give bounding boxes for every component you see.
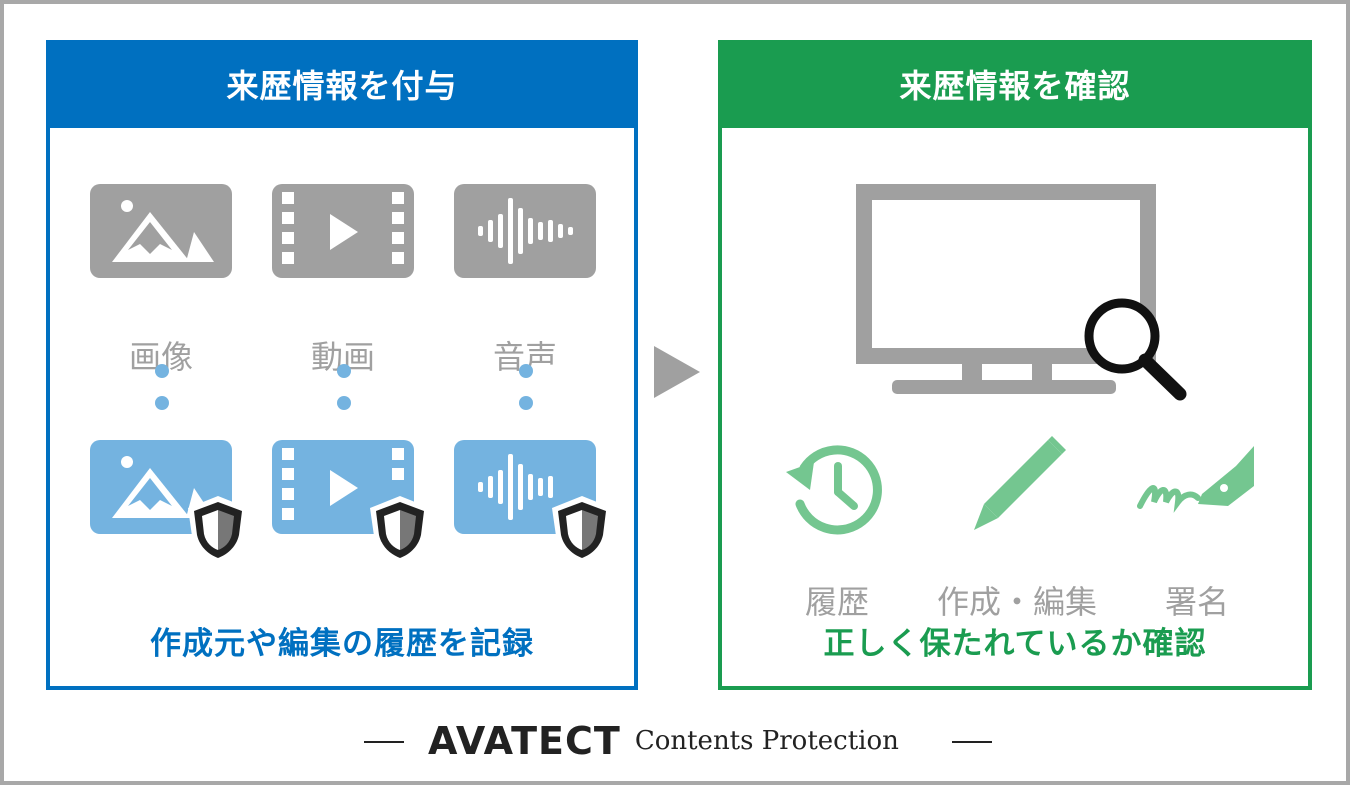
monitor-icon xyxy=(856,184,1187,401)
protected-video-icon xyxy=(272,440,430,560)
fountain-pen-icon xyxy=(1137,446,1254,513)
left-panel-caption: 作成元や編集の履歴を記録 xyxy=(150,626,534,662)
right-panel-caption: 正しく保たれているか確認 xyxy=(823,626,1207,662)
pencil-icon xyxy=(974,436,1066,530)
video-icon xyxy=(272,184,414,278)
ellipsis-dot xyxy=(155,396,169,410)
feature-label-history: 履歴 xyxy=(804,583,869,621)
ellipsis-dot xyxy=(337,364,351,378)
ellipsis-dot xyxy=(155,364,169,378)
magnifier-icon xyxy=(1084,298,1187,401)
right-panel-title: 来歴情報を確認 xyxy=(718,40,1312,128)
brand-divider-left xyxy=(364,741,404,743)
brand-divider-right xyxy=(952,741,992,743)
image-icon xyxy=(90,184,232,278)
ellipsis-dot xyxy=(519,364,533,378)
ellipsis-dot xyxy=(519,396,533,410)
left-panel: 来歴情報を付与 xyxy=(46,40,638,690)
feature-label-signature: 署名 xyxy=(1164,583,1229,621)
brand: AVATECT Contents Protection xyxy=(428,716,899,766)
brand-tagline: Contents Protection xyxy=(634,726,899,756)
audio-icon xyxy=(454,184,596,278)
protected-image-icon xyxy=(90,440,248,560)
history-icon xyxy=(786,445,882,535)
feature-label-edit: 作成・編集 xyxy=(936,583,1097,621)
right-panel: 来歴情報を確認 xyxy=(718,40,1312,690)
left-panel-title: 来歴情報を付与 xyxy=(46,40,638,128)
brand-logo: AVATECT xyxy=(428,719,621,763)
protected-audio-icon xyxy=(454,440,612,560)
ellipsis-dot xyxy=(337,396,351,410)
arrow-right-icon xyxy=(654,346,700,398)
